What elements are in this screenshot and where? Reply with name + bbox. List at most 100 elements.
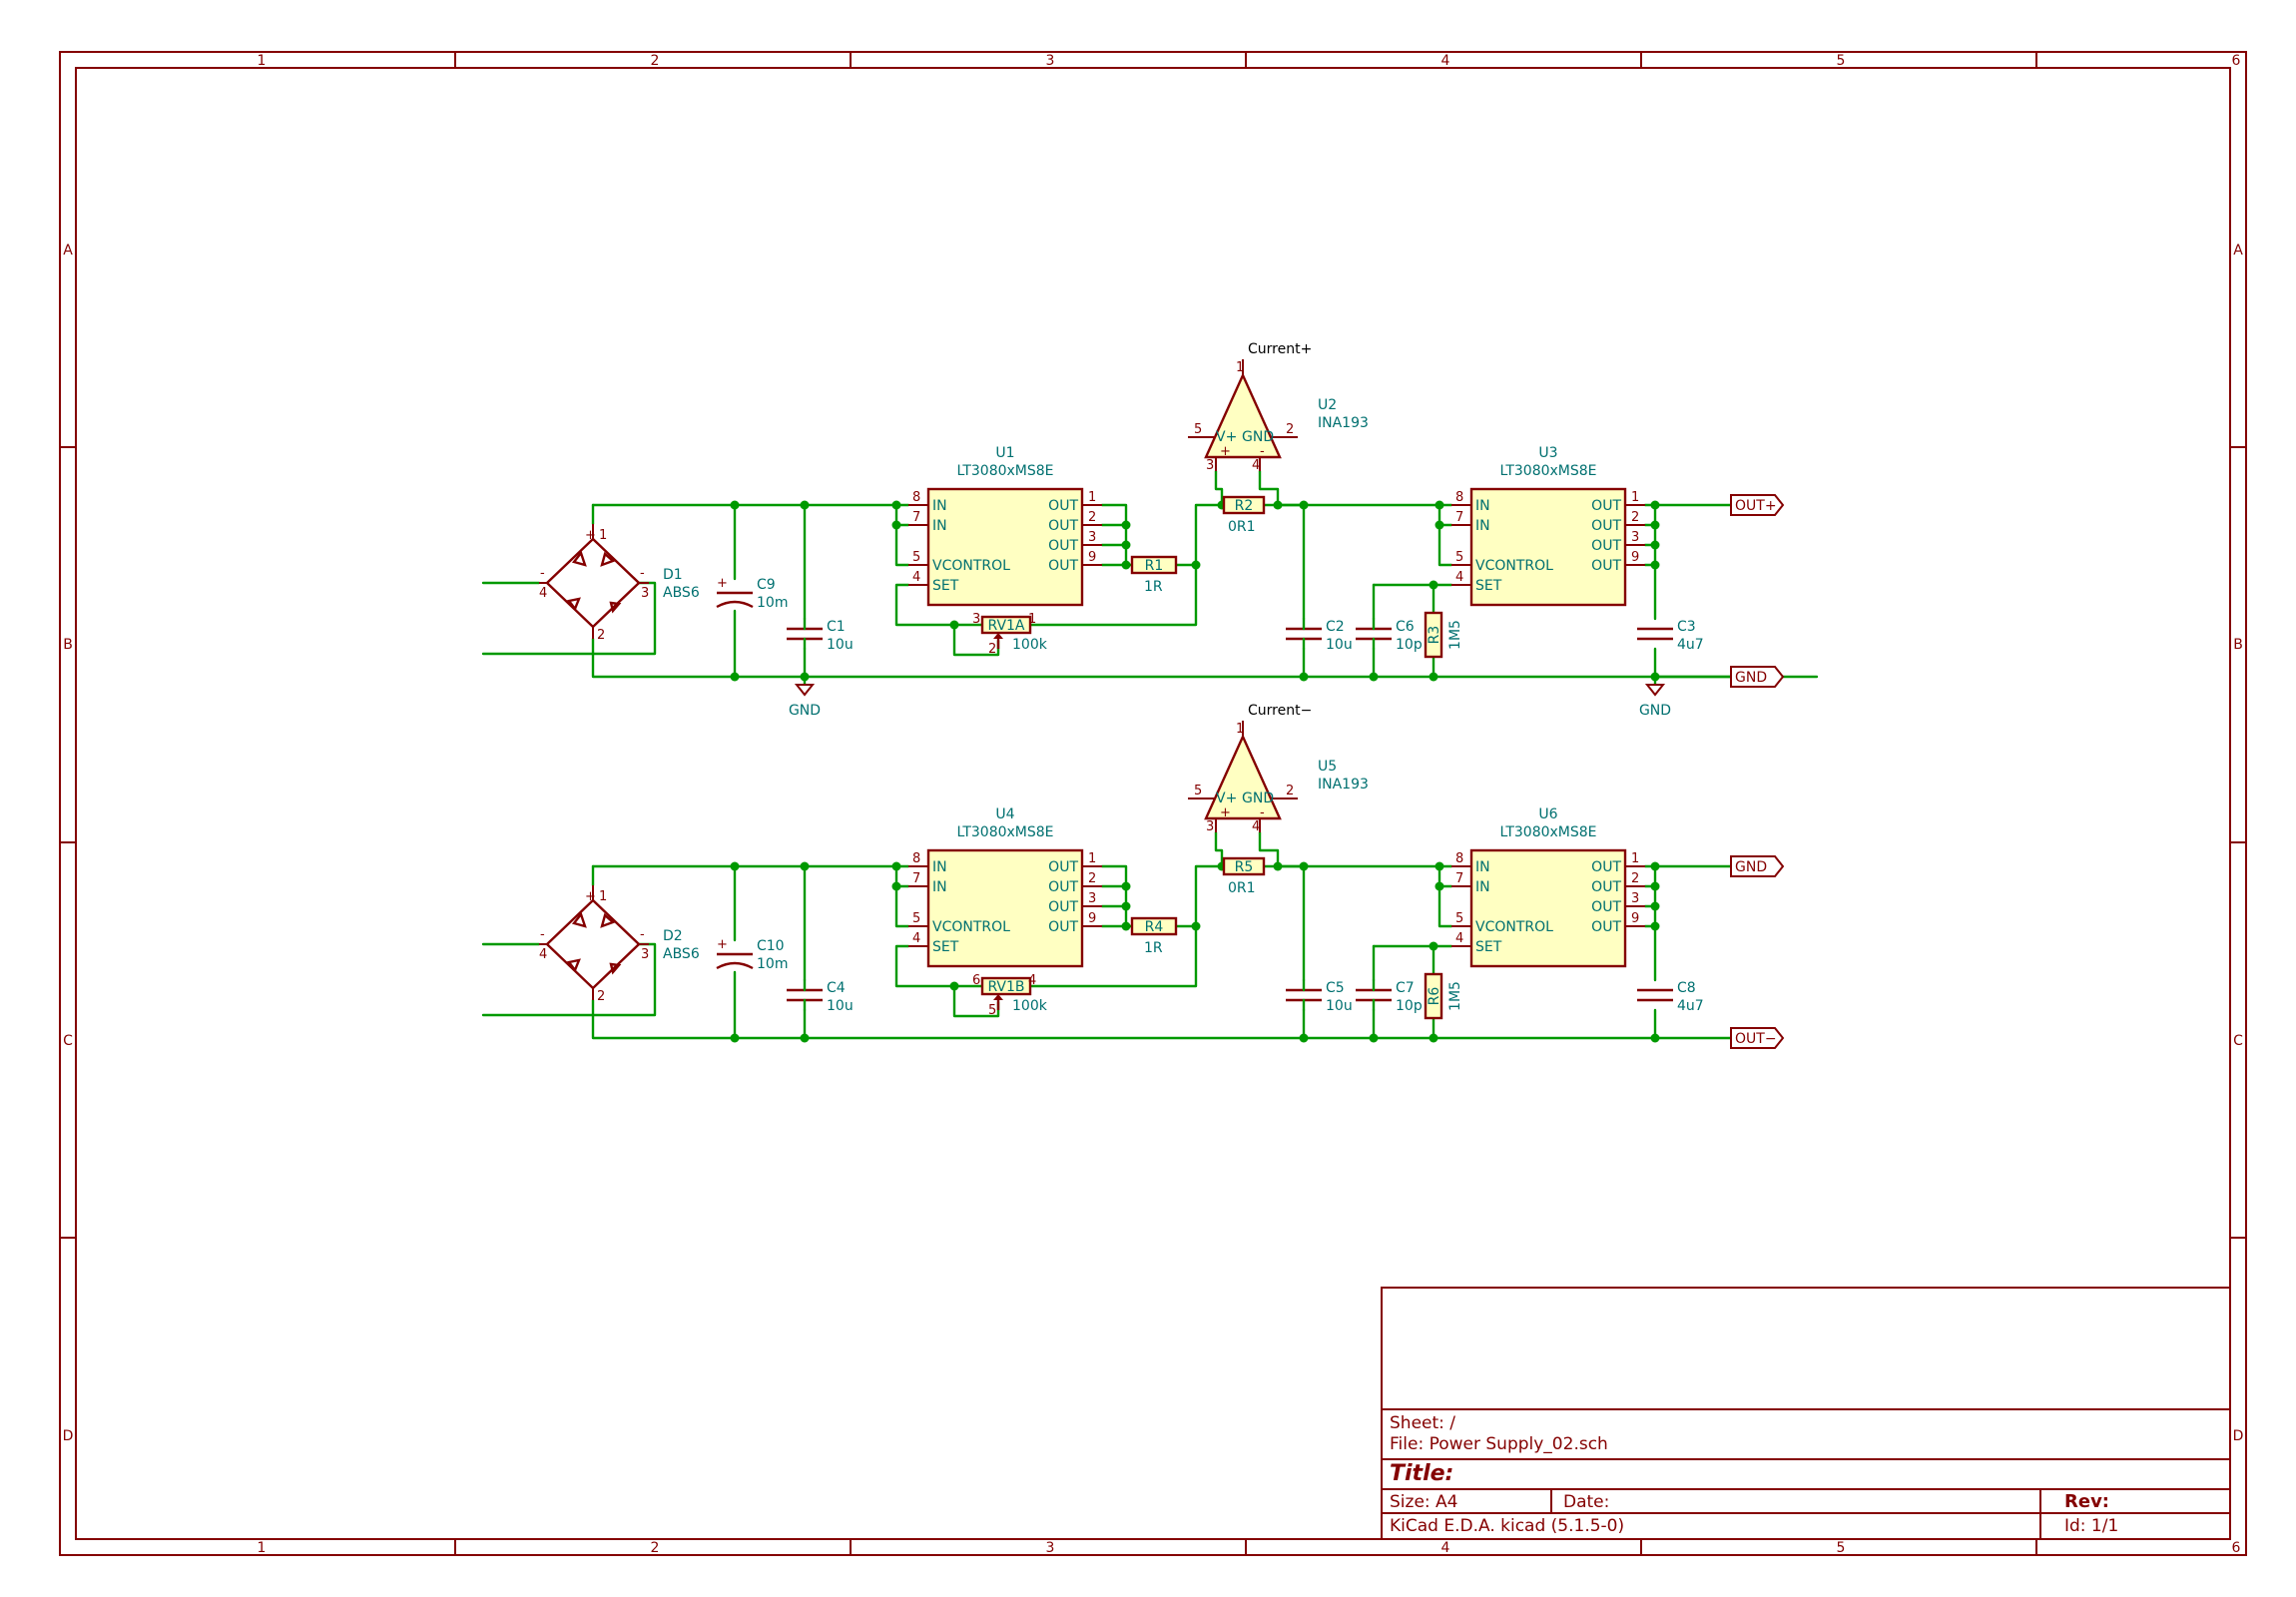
pin-name: OUT bbox=[1591, 919, 1621, 935]
capacitor-c3[interactable]: C3 4u7 bbox=[1637, 619, 1704, 653]
value-r1: 1R bbox=[1144, 579, 1163, 595]
resistor-r1[interactable]: R1 1R bbox=[1130, 555, 1178, 595]
pin-name: IN bbox=[932, 498, 947, 514]
value-d1: ABS6 bbox=[663, 585, 700, 601]
row-label: B bbox=[63, 637, 73, 653]
pin-num: 9 bbox=[1088, 911, 1096, 926]
capacitor-c8[interactable]: C8 4u7 bbox=[1637, 980, 1704, 1014]
regulator-u4[interactable]: U4 LT3080xMS8E 8 7 5 4 1 2 3 9 IN IN VCO… bbox=[908, 806, 1102, 968]
pin-name: OUT bbox=[1591, 538, 1621, 554]
ref-d2: D2 bbox=[663, 928, 683, 944]
resistor-r3[interactable]: R3 1M5 bbox=[1424, 611, 1463, 659]
net-current-plus: Current+ bbox=[1248, 341, 1312, 357]
current-amp-u5[interactable]: 1 5 2 3 4 V+ GND + - U5 INA193 Current− bbox=[1188, 703, 1369, 834]
col-label: 3 bbox=[1046, 53, 1055, 69]
ref-c6: C6 bbox=[1396, 619, 1415, 635]
value-c7: 10p bbox=[1396, 998, 1423, 1014]
pin-name: OUT bbox=[1048, 859, 1078, 875]
capacitor-c4[interactable]: C4 10u bbox=[787, 978, 854, 1014]
capacitor-c6[interactable]: C6 10p bbox=[1356, 617, 1423, 653]
ref-r4: R4 bbox=[1145, 919, 1164, 935]
resistor-r4[interactable]: R4 1R bbox=[1130, 916, 1178, 956]
value-c5: 10u bbox=[1326, 998, 1353, 1014]
capacitor-c10[interactable]: + C10 10m bbox=[716, 937, 788, 972]
current-amp-u2[interactable]: 1 5 2 3 4 V+ GND + - U2 INA193 Current+ bbox=[1188, 341, 1369, 473]
ref-u1: U1 bbox=[995, 445, 1014, 461]
pin-name: OUT bbox=[1591, 899, 1621, 915]
title-block-sheet: Sheet: / bbox=[1390, 1413, 1455, 1433]
pin-num: 3 bbox=[641, 586, 649, 601]
ref-r3: R3 bbox=[1427, 626, 1442, 645]
regulator-u1[interactable]: U1 LT3080xMS8E 8 7 5 4 1 2 3 9 IN IN VCO… bbox=[908, 445, 1102, 607]
pin-sign: - bbox=[640, 566, 645, 581]
resistor-r6[interactable]: R6 1M5 bbox=[1424, 972, 1463, 1020]
col-label: 3 bbox=[1046, 1540, 1055, 1556]
capacitor-c5[interactable]: C5 10u bbox=[1286, 978, 1353, 1014]
capacitor-c2[interactable]: C2 10u bbox=[1286, 617, 1353, 653]
potentiometer-rv1b[interactable]: RV1B 6 5 4 100k bbox=[972, 973, 1048, 1018]
pin-sign: - bbox=[540, 566, 545, 581]
junctions bbox=[730, 861, 1660, 1043]
pin-sign: - bbox=[540, 927, 545, 942]
global-label-out-minus[interactable]: OUT− bbox=[1730, 1027, 1785, 1049]
pin-num: 4 bbox=[539, 586, 547, 601]
value-c3: 4u7 bbox=[1677, 637, 1704, 653]
pin-num: 3 bbox=[1206, 458, 1214, 473]
pin-num: 5 bbox=[1455, 911, 1463, 926]
ref-c8: C8 bbox=[1677, 980, 1696, 996]
title-block-title: Title: bbox=[1390, 1461, 1453, 1486]
pin-name: OUT bbox=[1048, 518, 1078, 534]
pin-num: 7 bbox=[912, 871, 920, 886]
pin-num: 8 bbox=[912, 490, 920, 505]
value-u5: INA193 bbox=[1318, 777, 1369, 793]
pin-num: 4 bbox=[1252, 458, 1260, 473]
pin-name: IN bbox=[1475, 859, 1490, 875]
pin-sign: - bbox=[640, 927, 645, 942]
capacitor-c7[interactable]: C7 10p bbox=[1356, 978, 1423, 1014]
ref-r2: R2 bbox=[1235, 498, 1254, 514]
channel-positive: 1 + 4 - 3 - 2 D1 ABS6 + C9 10m C1 10u bbox=[481, 341, 1819, 719]
pin-sign: + bbox=[1220, 805, 1231, 820]
pin-name: IN bbox=[1475, 498, 1490, 514]
global-label-out-plus[interactable]: OUT+ bbox=[1730, 494, 1785, 516]
bridge-rectifier-d2[interactable]: 1 + 4 - 3 - 2 D2 ABS6 bbox=[539, 885, 700, 1004]
row-label: D bbox=[63, 1428, 74, 1444]
regulator-u6[interactable]: U6 LT3080xMS8E 8 7 5 4 1 2 3 9 IN IN VCO… bbox=[1451, 806, 1645, 968]
value-r4: 1R bbox=[1144, 940, 1163, 956]
ref-c9: C9 bbox=[757, 577, 776, 593]
row-label: C bbox=[63, 1033, 73, 1049]
global-label-gnd[interactable]: GND bbox=[1730, 666, 1785, 688]
value-r6: 1M5 bbox=[1447, 981, 1463, 1011]
pin-name: SET bbox=[1475, 578, 1502, 594]
title-block: Sheet: / File: Power Supply_02.sch Title… bbox=[1381, 1287, 2231, 1540]
pin-name: OUT bbox=[1048, 879, 1078, 895]
col-label: 4 bbox=[1441, 53, 1450, 69]
col-label: 1 bbox=[258, 53, 267, 69]
value-r3: 1M5 bbox=[1447, 620, 1463, 650]
ref-c2: C2 bbox=[1326, 619, 1345, 635]
resistor-r2[interactable]: R2 0R1 bbox=[1222, 495, 1266, 535]
pin-num: 3 bbox=[1631, 891, 1639, 906]
value-rv1a: 100k bbox=[1012, 637, 1048, 653]
gnd-label: GND bbox=[1639, 703, 1671, 719]
pin-name: OUT bbox=[1048, 558, 1078, 574]
value-c8: 4u7 bbox=[1677, 998, 1704, 1014]
pin-num: 8 bbox=[1455, 851, 1463, 866]
bridge-rectifier-d1[interactable]: 1 + 4 - 3 - 2 D1 ABS6 bbox=[539, 524, 700, 643]
net-current-minus: Current− bbox=[1248, 703, 1312, 719]
row-label: B bbox=[2233, 637, 2243, 653]
regulator-u3[interactable]: U3 LT3080xMS8E 8 7 5 4 1 2 3 9 IN IN VCO… bbox=[1451, 445, 1645, 607]
ref-u4: U4 bbox=[995, 806, 1014, 822]
capacitor-c9[interactable]: + C9 10m bbox=[716, 576, 788, 611]
potentiometer-rv1a[interactable]: RV1A 3 2 1 100k bbox=[972, 612, 1048, 657]
resistor-r5[interactable]: R5 0R1 bbox=[1222, 856, 1266, 896]
pin-name: V+ bbox=[1216, 429, 1237, 445]
pin-num: 4 bbox=[539, 947, 547, 962]
pin-name: OUT bbox=[1591, 498, 1621, 514]
pin-num: 9 bbox=[1631, 550, 1639, 565]
global-label-gnd[interactable]: GND bbox=[1730, 855, 1785, 877]
capacitor-c1[interactable]: C1 10u bbox=[787, 617, 854, 653]
ref-c5: C5 bbox=[1326, 980, 1345, 996]
value-r5: 0R1 bbox=[1228, 880, 1256, 896]
pin-num: 3 bbox=[641, 947, 649, 962]
